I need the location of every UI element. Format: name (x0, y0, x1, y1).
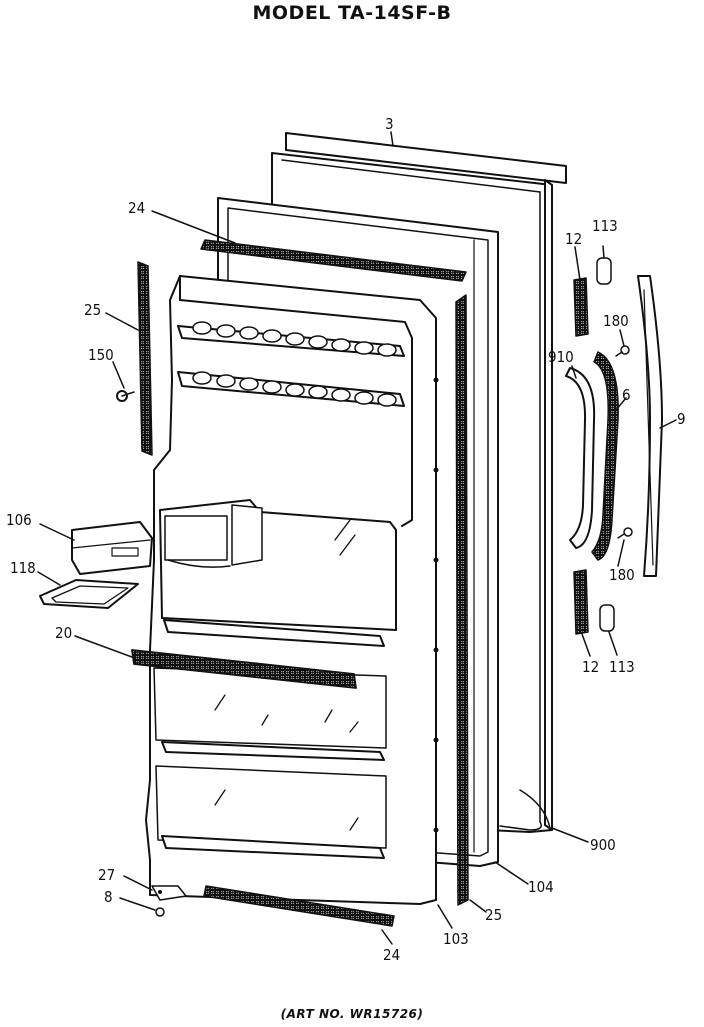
part-retainer-strip-bottom (203, 885, 395, 927)
part-handle-insert (591, 351, 619, 561)
part-breaker-strip-left (137, 261, 153, 456)
callout-180-top: 180 (603, 312, 629, 330)
part-door-handle (565, 367, 596, 549)
part-handle-mount-bottom (573, 569, 589, 635)
callout-118: 118 (10, 559, 36, 577)
callout-103: 103 (443, 930, 469, 948)
callout-106: 106 (6, 511, 32, 529)
callout-24-top: 24 (128, 199, 145, 217)
art-number: (ART NO. WR15726) (280, 1007, 424, 1021)
callout-labels: 3 24 25 150 106 118 20 27 8 24 103 25 10… (6, 115, 686, 964)
callout-104: 104 (528, 878, 554, 896)
part-breaker-strip-right (455, 294, 469, 906)
leader-lines (37, 131, 677, 945)
callout-12-top: 12 (565, 230, 582, 248)
part-handle-trim (637, 275, 663, 577)
part-screw-180-top (615, 345, 630, 357)
callout-12-bottom: 12 (582, 658, 599, 676)
callout-27: 27 (98, 866, 115, 884)
part-inner-door-liner (145, 275, 439, 905)
part-shelf-bar (131, 649, 357, 689)
callout-113-bottom: 113 (609, 658, 635, 676)
callout-113-top: 113 (592, 217, 618, 235)
part-top-trim-strip (285, 132, 567, 184)
part-dairy-tray (39, 579, 139, 609)
callout-6: 6 (622, 386, 631, 404)
part-end-cap-bottom (599, 604, 615, 632)
part-retainer-strip-top (200, 239, 467, 282)
callout-900: 900 (590, 836, 616, 854)
callout-9: 9 (677, 410, 686, 428)
part-handle-mount-top (573, 277, 589, 337)
part-hinge-bracket (151, 885, 187, 901)
callout-25-right: 25 (485, 906, 502, 924)
part-dairy-door (71, 521, 153, 575)
part-screw-8 (155, 907, 165, 917)
model-title: MODEL TA-14SF-B (252, 2, 452, 24)
callout-24-bottom: 24 (383, 946, 400, 964)
part-screw-150 (116, 390, 135, 402)
part-screw-180-bottom (617, 527, 633, 539)
callout-3: 3 (385, 115, 394, 133)
callout-25-left: 25 (84, 301, 101, 319)
callout-150: 150 (88, 346, 114, 364)
callout-8: 8 (104, 888, 113, 906)
callout-910: 910 (548, 348, 574, 366)
callout-20: 20 (55, 624, 72, 642)
part-end-cap-top (596, 257, 612, 285)
callout-180-bottom: 180 (609, 566, 635, 584)
